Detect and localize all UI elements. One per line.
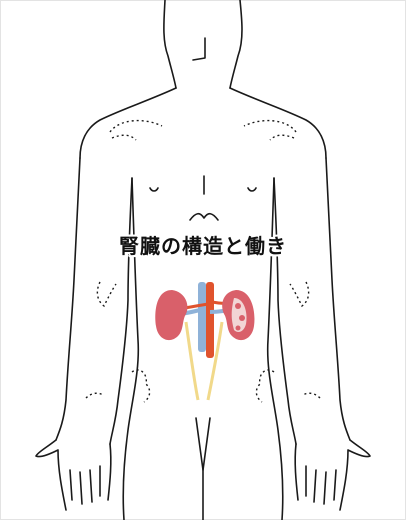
muscle-dotted-lines [86,121,320,402]
urinary-system [155,282,254,400]
left-kidney-icon [155,290,187,340]
vena-cava [198,282,206,352]
body-outline [36,0,370,520]
aorta [206,282,214,358]
left-ureter [186,322,198,400]
right-kidney-icon [222,290,254,340]
diagram-title: 腎臓の構造と働き [0,230,406,259]
